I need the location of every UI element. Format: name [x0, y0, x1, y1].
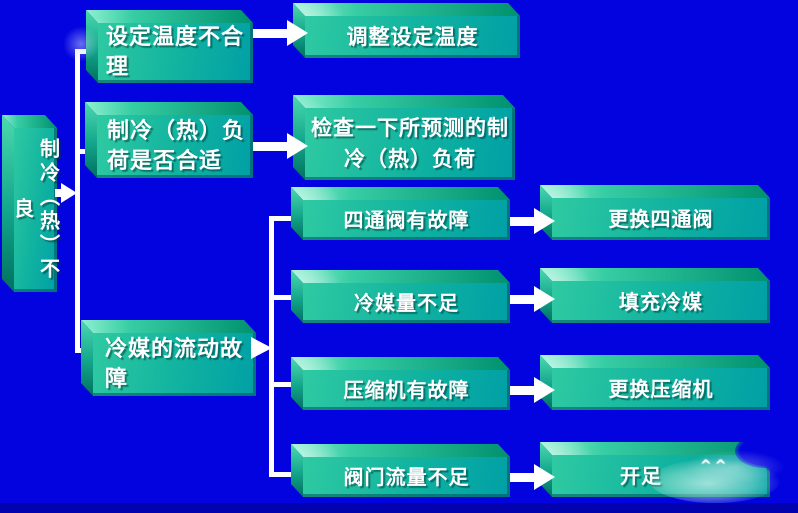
arrow-head-icon — [534, 377, 555, 403]
remedy-box-replace-compressor: 更换压缩机 — [540, 355, 770, 410]
remedy-box-replace-four-way-valve: 更换四通阀 — [540, 185, 770, 240]
arrow-head-icon — [534, 286, 555, 312]
connector-line-to-subcause-4 — [269, 472, 305, 477]
arrow-tail — [510, 216, 534, 226]
subcause-label-compressor-fault: 压缩机有故障 — [303, 370, 510, 410]
subcause-box-refrigerant-shortage: 冷媒量不足 — [291, 270, 510, 323]
arrow-head-icon — [534, 464, 555, 490]
remedy-label-fill-refrigerant: 填充冷媒 — [552, 281, 770, 323]
arrow-tail — [510, 472, 534, 482]
root-cause-label: 制冷（热）不良 — [11, 128, 61, 292]
connector-line-to-subcause-3 — [269, 382, 305, 387]
subcause-box-compressor-fault: 压缩机有故障 — [291, 357, 510, 410]
remedy-label-adjust-temp: 调整设定温度 — [305, 16, 520, 58]
arrow-head-icon — [251, 337, 272, 359]
subcause-label-refrigerant-shortage: 冷媒量不足 — [303, 283, 510, 323]
connector-line-to-subcause-1 — [269, 216, 305, 221]
root-cause-box: 制冷（热）不良 — [2, 115, 61, 292]
arrow-tail — [55, 189, 61, 197]
remedy-label-replace-four-way-valve: 更换四通阀 — [552, 198, 770, 240]
remedy-label-check-load: 检查一下所预测的制 冷（热）负荷 — [305, 108, 515, 180]
connector-arrow-root — [55, 183, 77, 203]
remedy-box-check-load: 检查一下所预测的制 冷（热）负荷 — [293, 95, 515, 180]
arrow-head-icon — [61, 183, 77, 203]
subcause-label-four-way-valve: 四通阀有故障 — [303, 200, 510, 240]
arrow-head-icon — [287, 133, 308, 159]
branch-box-refrigerant-flow: 冷媒的流动故 障 — [81, 320, 256, 396]
branch-box-load-check: 制冷（热）负 荷是否合适 — [85, 102, 253, 178]
arrow-tail — [253, 28, 287, 38]
arrow-tail — [510, 385, 534, 395]
arrow-tail — [510, 294, 534, 304]
connector-arrow-branch-1 — [253, 20, 308, 46]
branch-box-temp-setting: 设定温度不合 理 — [86, 10, 253, 83]
arrow-head-icon — [287, 20, 308, 46]
subcause-box-valve-flow: 阀门流量不足 — [291, 444, 510, 497]
remedy-box-open-valve: 开足 — [540, 442, 770, 497]
remedy-label-open-valve: 开足 — [552, 455, 770, 497]
remedy-box-adjust-temp: 调整设定温度 — [293, 3, 520, 58]
remedy-label-replace-compressor: 更换压缩机 — [552, 368, 770, 410]
remedy-box-fill-refrigerant: 填充冷媒 — [540, 268, 770, 323]
arrow-tail — [253, 141, 287, 151]
connector-line-root-vertical — [75, 49, 80, 353]
connector-arrow-subcause-4 — [510, 464, 555, 490]
connector-arrow-branch-3 — [251, 337, 272, 359]
connector-line-to-subcause-2 — [269, 295, 305, 300]
branch-label-load-check: 制冷（热）负 荷是否合适 — [97, 115, 253, 178]
connector-arrow-subcause-3 — [510, 377, 555, 403]
branch-label-temp-setting: 设定温度不合 理 — [98, 23, 253, 83]
subcause-box-four-way-valve: 四通阀有故障 — [291, 187, 510, 240]
connector-arrow-branch-2 — [253, 133, 308, 159]
subcause-label-valve-flow: 阀门流量不足 — [303, 457, 510, 497]
connector-arrow-subcause-2 — [510, 286, 555, 312]
branch-label-refrigerant-flow: 冷媒的流动故 障 — [93, 333, 256, 396]
connector-arrow-subcause-1 — [510, 208, 555, 234]
arrow-head-icon — [534, 208, 555, 234]
slide-bottom-strip — [0, 503, 798, 513]
